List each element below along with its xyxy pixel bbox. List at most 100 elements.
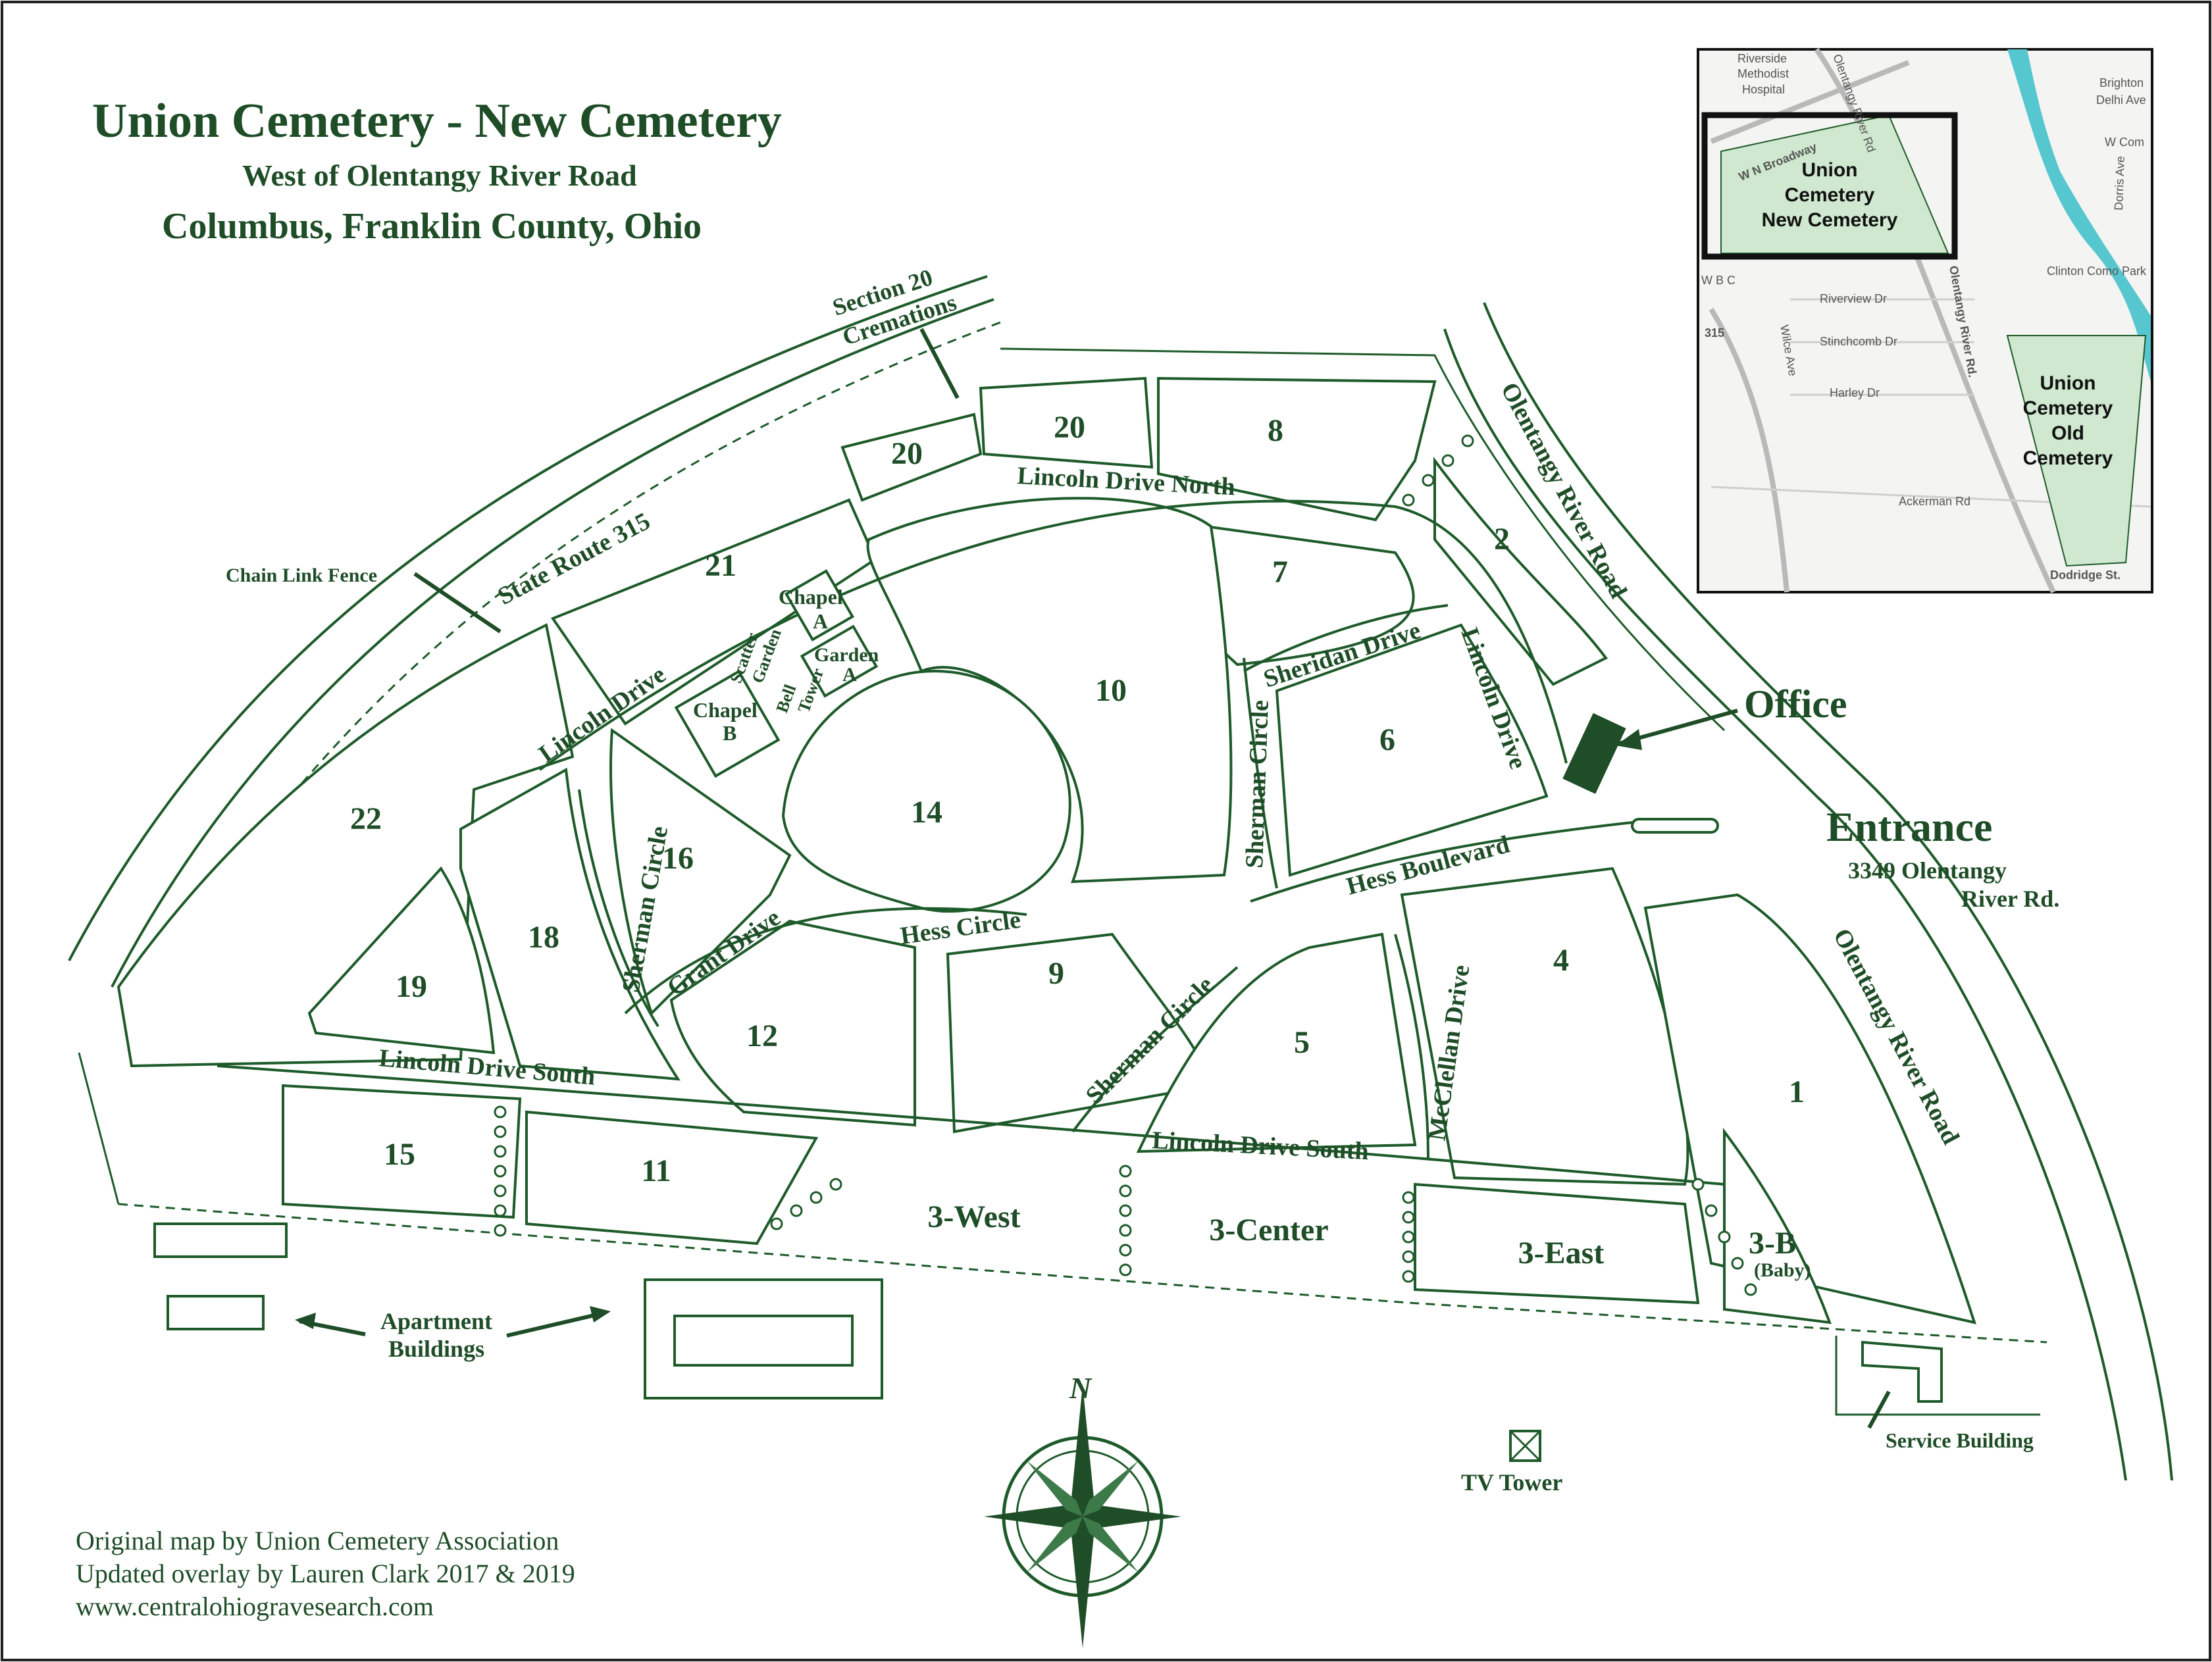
- section-label: 21: [705, 548, 736, 583]
- section-label: 10: [1095, 673, 1127, 708]
- apartments-label-2: Buildings: [388, 1336, 484, 1362]
- svg-text:W B C: W B C: [1701, 274, 1736, 287]
- plot-20-west: [840, 413, 983, 502]
- svg-text:Cemetery: Cemetery: [1785, 184, 1875, 206]
- chain-link-fence-arrow: [413, 572, 502, 634]
- apartment-buildings: [153, 1222, 883, 1399]
- apartments-arrow-right: [506, 1311, 606, 1338]
- svg-text:B: B: [723, 721, 736, 745]
- svg-text:W Com: W Com: [2105, 136, 2144, 149]
- north-label: N: [1069, 1371, 1093, 1405]
- inset-river: [2007, 49, 2151, 382]
- svg-text:Ackerman Rd: Ackerman Rd: [1899, 495, 1970, 508]
- section-label: 3-East: [1518, 1236, 1605, 1271]
- section-label: 1: [1789, 1074, 1805, 1109]
- svg-text:A: A: [842, 664, 857, 686]
- svg-text:315: 315: [1705, 326, 1724, 340]
- svg-text:Union: Union: [2040, 372, 2096, 394]
- section-label: 18: [528, 920, 559, 955]
- svg-text:A: A: [813, 609, 828, 633]
- section-plots: [116, 376, 1976, 1324]
- section-label: 8: [1268, 413, 1283, 448]
- svg-text:Old: Old: [2051, 422, 2084, 444]
- cemetery-boundary: [78, 347, 2047, 1344]
- inset-old-cemetery-area: [2006, 335, 2147, 567]
- credit-line-1: Original map by Union Cemetery Associati…: [76, 1526, 559, 1555]
- section-label: 20: [1054, 410, 1085, 445]
- svg-text:Methodist: Methodist: [1737, 67, 1789, 80]
- svg-text:New Cemetery: New Cemetery: [1762, 209, 1898, 231]
- svg-text:Harley Dr: Harley Dr: [1830, 386, 1880, 399]
- section20-arrow: [919, 328, 960, 399]
- section-label: 14: [911, 795, 942, 830]
- section-baby-label: (Baby): [1754, 1259, 1811, 1281]
- map-subtitle-1: West of Olentangy River Road: [242, 159, 637, 192]
- svg-text:Dorris Ave: Dorris Ave: [2112, 156, 2127, 211]
- section-label: 11: [641, 1153, 671, 1188]
- plot-14: [781, 669, 1071, 913]
- credit-line-2: Updated overlay by Lauren Clark 2017 & 2…: [76, 1559, 575, 1588]
- label-hess-circle: Hess Circle: [898, 906, 1022, 950]
- svg-text:Dodridge St.: Dodridge St.: [2050, 568, 2121, 582]
- svg-text:Cemetery: Cemetery: [2023, 397, 2113, 419]
- section-label: 15: [384, 1137, 415, 1172]
- olentangy-river-road: [1443, 302, 2173, 1481]
- credit-line-3: www.centralohiogravesearch.com: [76, 1592, 434, 1621]
- plot-5: [1136, 932, 1417, 1153]
- map-subtitle-2: Columbus, Franklin County, Ohio: [162, 206, 702, 247]
- label-sherman-circle-n: Sherman Circle: [1241, 699, 1274, 869]
- compass-rose-icon: [984, 1385, 1181, 1648]
- address-line-1: 3349 Olentangy: [1848, 857, 2007, 884]
- service-building-label: Service Building: [1886, 1428, 2034, 1452]
- plot-12: [669, 919, 916, 1127]
- section-label: 19: [396, 969, 427, 1004]
- section-label: 16: [662, 841, 694, 876]
- office-building: [1562, 713, 1626, 794]
- svg-text:Riverside: Riverside: [1737, 52, 1787, 65]
- svg-text:Stinchcomb Dr: Stinchcomb Dr: [1820, 335, 1897, 348]
- inset-new-cemetery-area: [1720, 114, 1949, 254]
- plot-11: [525, 1110, 819, 1246]
- tv-tower-icon: [1509, 1430, 1541, 1462]
- svg-text:Delhi Ave: Delhi Ave: [2096, 93, 2146, 107]
- svg-text:Union: Union: [1802, 159, 1858, 181]
- section-label: 20: [891, 436, 923, 471]
- office-label: Office: [1744, 682, 1847, 726]
- plot-10: [866, 497, 1233, 884]
- section-label: 6: [1379, 722, 1395, 757]
- plot-2: [1433, 457, 1608, 686]
- svg-text:Garden: Garden: [814, 644, 879, 666]
- chapel-area: [674, 569, 879, 778]
- map-title: Union Cemetery - New Cemetery: [92, 94, 782, 148]
- chapel-labels: Chapel A Chapel B Garden A Scatter Garde…: [693, 585, 879, 745]
- office-arrow-head: [1616, 729, 1642, 750]
- plot-18: [459, 767, 681, 1081]
- inset-map: Riverside Methodist Hospital W N Broadwa…: [1697, 47, 2153, 593]
- section-label: 5: [1294, 1025, 1310, 1060]
- state-route-315: [68, 275, 1001, 1027]
- interior-roads: [217, 499, 1725, 1186]
- plot-16: [609, 728, 792, 1016]
- svg-text:Clinton Como Park: Clinton Como Park: [2047, 264, 2147, 278]
- section-label: 3-West: [927, 1199, 1020, 1234]
- chapel-b-building: [674, 669, 781, 778]
- plot-6: [1275, 623, 1549, 877]
- entrance-label: Entrance: [1826, 803, 1992, 850]
- chain-link-fence-label: Chain Link Fence: [226, 565, 377, 586]
- section-label: 2: [1494, 522, 1510, 557]
- service-arrow: [1867, 1390, 1891, 1429]
- plot-3-b: [1723, 1127, 1832, 1324]
- section-labels: 20 20 8 21 7 2 10 6 14 16 22 18 19 9 12 …: [350, 410, 1811, 1281]
- apartments-label-1: Apartment: [380, 1308, 492, 1334]
- section-label: 3-Center: [1209, 1213, 1328, 1247]
- svg-text:Riverview Dr: Riverview Dr: [1820, 292, 1887, 305]
- svg-text:Bell: Bell: [772, 682, 800, 715]
- plot-20-east: [979, 376, 1154, 469]
- service-building: [1835, 1336, 2040, 1416]
- garden-a-plot: [800, 624, 879, 698]
- entrance-median: [1631, 818, 1719, 834]
- section-label: 12: [746, 1019, 778, 1053]
- address-line-2: River Rd.: [1961, 886, 2059, 912]
